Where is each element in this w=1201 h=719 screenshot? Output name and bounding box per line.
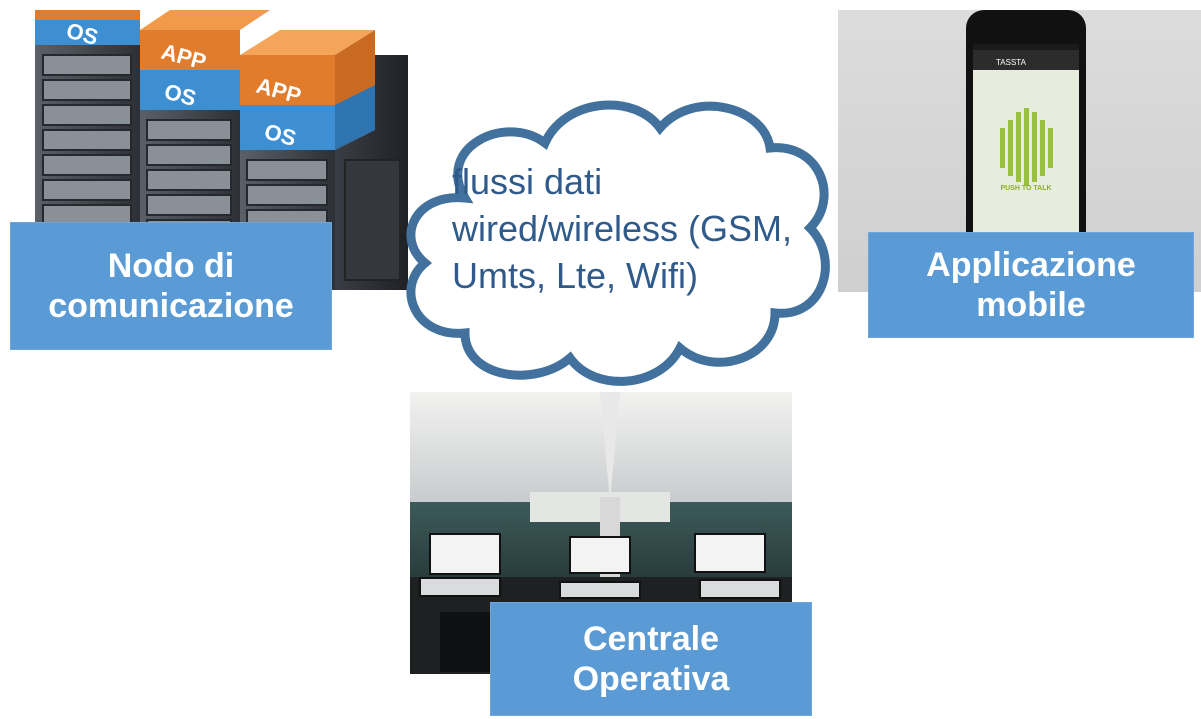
- centrale-label-line1: Centrale: [582, 620, 720, 658]
- control-room-image: [410, 392, 792, 674]
- cloud-line2: wired/wireless (GSM,: [452, 208, 793, 249]
- cloud-line3: Umts, Lte, Wifi): [452, 255, 699, 296]
- cloud-line1: flussi dati: [452, 161, 603, 202]
- centrale-operativa-label: Centrale Operativa: [490, 602, 812, 716]
- nodo-comunicazione-label: Nodo di comunicazione: [10, 222, 332, 350]
- applicazione-mobile-label: Applicazione mobile: [868, 232, 1194, 338]
- nodo-label-line2: comunicazione: [48, 287, 294, 325]
- cloud-shape: [406, 100, 830, 386]
- app-label-line2: mobile: [976, 286, 1086, 324]
- cloud-text: flussi dati wired/wireless (GSM, Umts, L…: [452, 158, 832, 299]
- centrale-label-line2: Operativa: [572, 660, 730, 698]
- phone-app-title: TASSTA: [996, 58, 1027, 67]
- phone-ptt-label: PUSH TO TALK: [1000, 185, 1051, 192]
- app-label-line1: Applicazione: [926, 246, 1136, 284]
- nodo-label-line1: Nodo di: [107, 247, 235, 285]
